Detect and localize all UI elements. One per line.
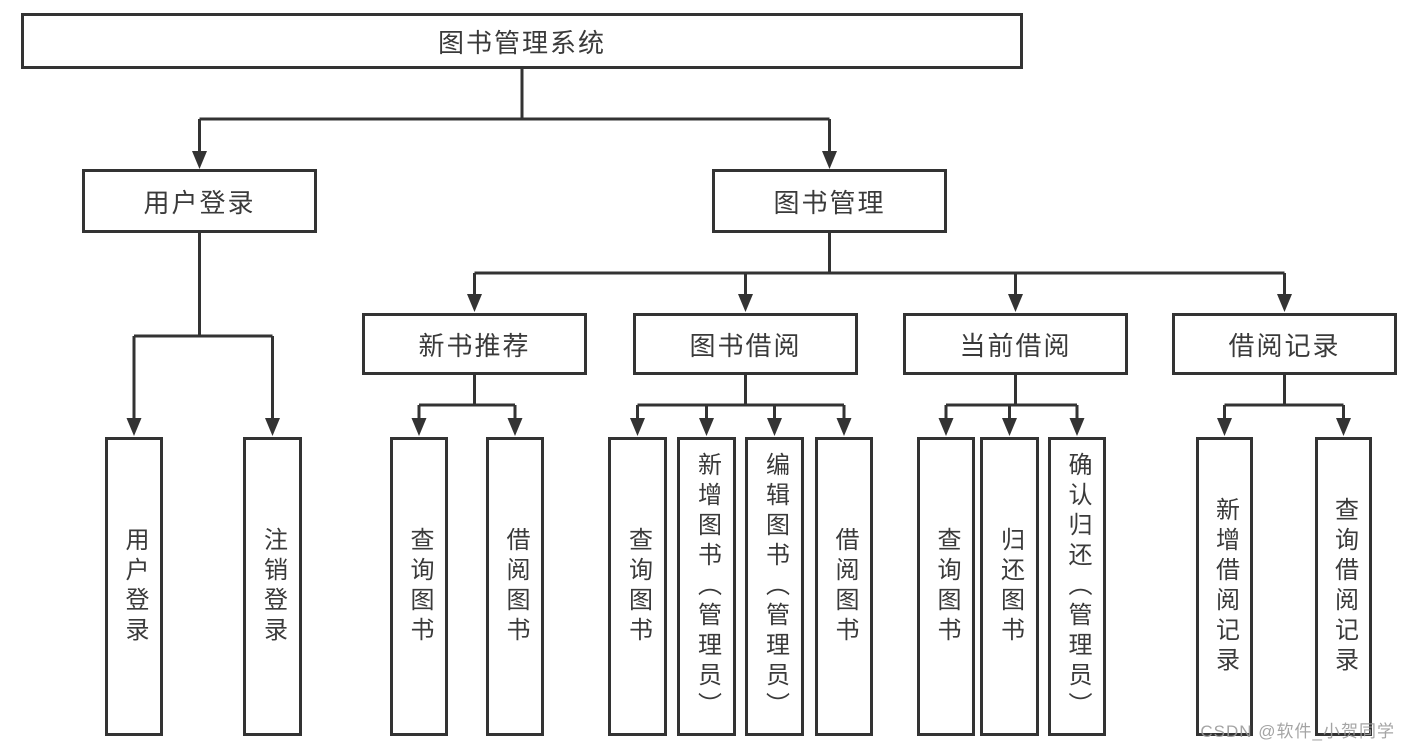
leaf-confirm-return-admin: 确认归还（管理员）	[1048, 437, 1106, 736]
node-label: 当前借阅	[959, 330, 1072, 361]
leaf-query-books-recommend: 查询图书	[390, 437, 448, 736]
node-label: 查询借阅记录	[1330, 496, 1358, 677]
leaf-borrow-books: 借阅图书	[815, 437, 873, 736]
node-label: 用户登录	[121, 526, 148, 647]
leaf-query-borrow-record: 查询借阅记录	[1315, 437, 1372, 736]
node-label: 图书管理	[773, 187, 886, 218]
node-book-management: 图书管理	[712, 169, 947, 233]
leaf-edit-books-admin: 编辑图书（管理员）	[745, 437, 804, 736]
leaf-borrow-books-recommend: 借阅图书	[486, 437, 544, 736]
node-user-login-branch: 用户登录	[82, 169, 317, 233]
node-label: 新书推荐	[418, 330, 531, 361]
leaf-query-books-borrowing: 查询图书	[608, 437, 667, 736]
node-new-book-recommend: 新书推荐	[362, 313, 587, 375]
node-label: 新增借阅记录	[1211, 496, 1239, 677]
node-label: 借阅图书	[831, 526, 858, 647]
node-label: 注销登录	[259, 526, 287, 647]
node-label: 图书借阅	[689, 330, 802, 361]
csdn-watermark: CSDN @软件_小贺同学	[1200, 722, 1395, 741]
node-current-borrowing: 当前借阅	[903, 313, 1128, 375]
leaf-user-login: 用户登录	[105, 437, 163, 736]
node-borrowing-records: 借阅记录	[1172, 313, 1397, 375]
node-label: 用户登录	[143, 187, 256, 218]
node-label: 确认归还（管理员）	[1064, 451, 1091, 722]
leaf-add-borrow-record: 新增借阅记录	[1196, 437, 1253, 736]
node-label: 借阅记录	[1228, 330, 1341, 361]
node-book-borrowing: 图书借阅	[633, 313, 858, 375]
node-label: 借阅图书	[502, 526, 529, 647]
leaf-query-books-current: 查询图书	[917, 437, 975, 736]
node-label: 查询图书	[624, 526, 652, 647]
node-label: 查询图书	[406, 526, 433, 647]
node-root-library-system: 图书管理系统	[21, 13, 1023, 69]
node-label: 查询图书	[933, 526, 960, 647]
leaf-return-books: 归还图书	[980, 437, 1039, 736]
node-label: 图书管理系统	[437, 27, 606, 58]
leaf-logout: 注销登录	[243, 437, 302, 736]
node-label: 新增图书（管理员）	[693, 451, 721, 722]
leaf-add-books-admin: 新增图书（管理员）	[677, 437, 736, 736]
node-label: 归还图书	[996, 526, 1024, 647]
node-label: 编辑图书（管理员）	[761, 451, 789, 722]
